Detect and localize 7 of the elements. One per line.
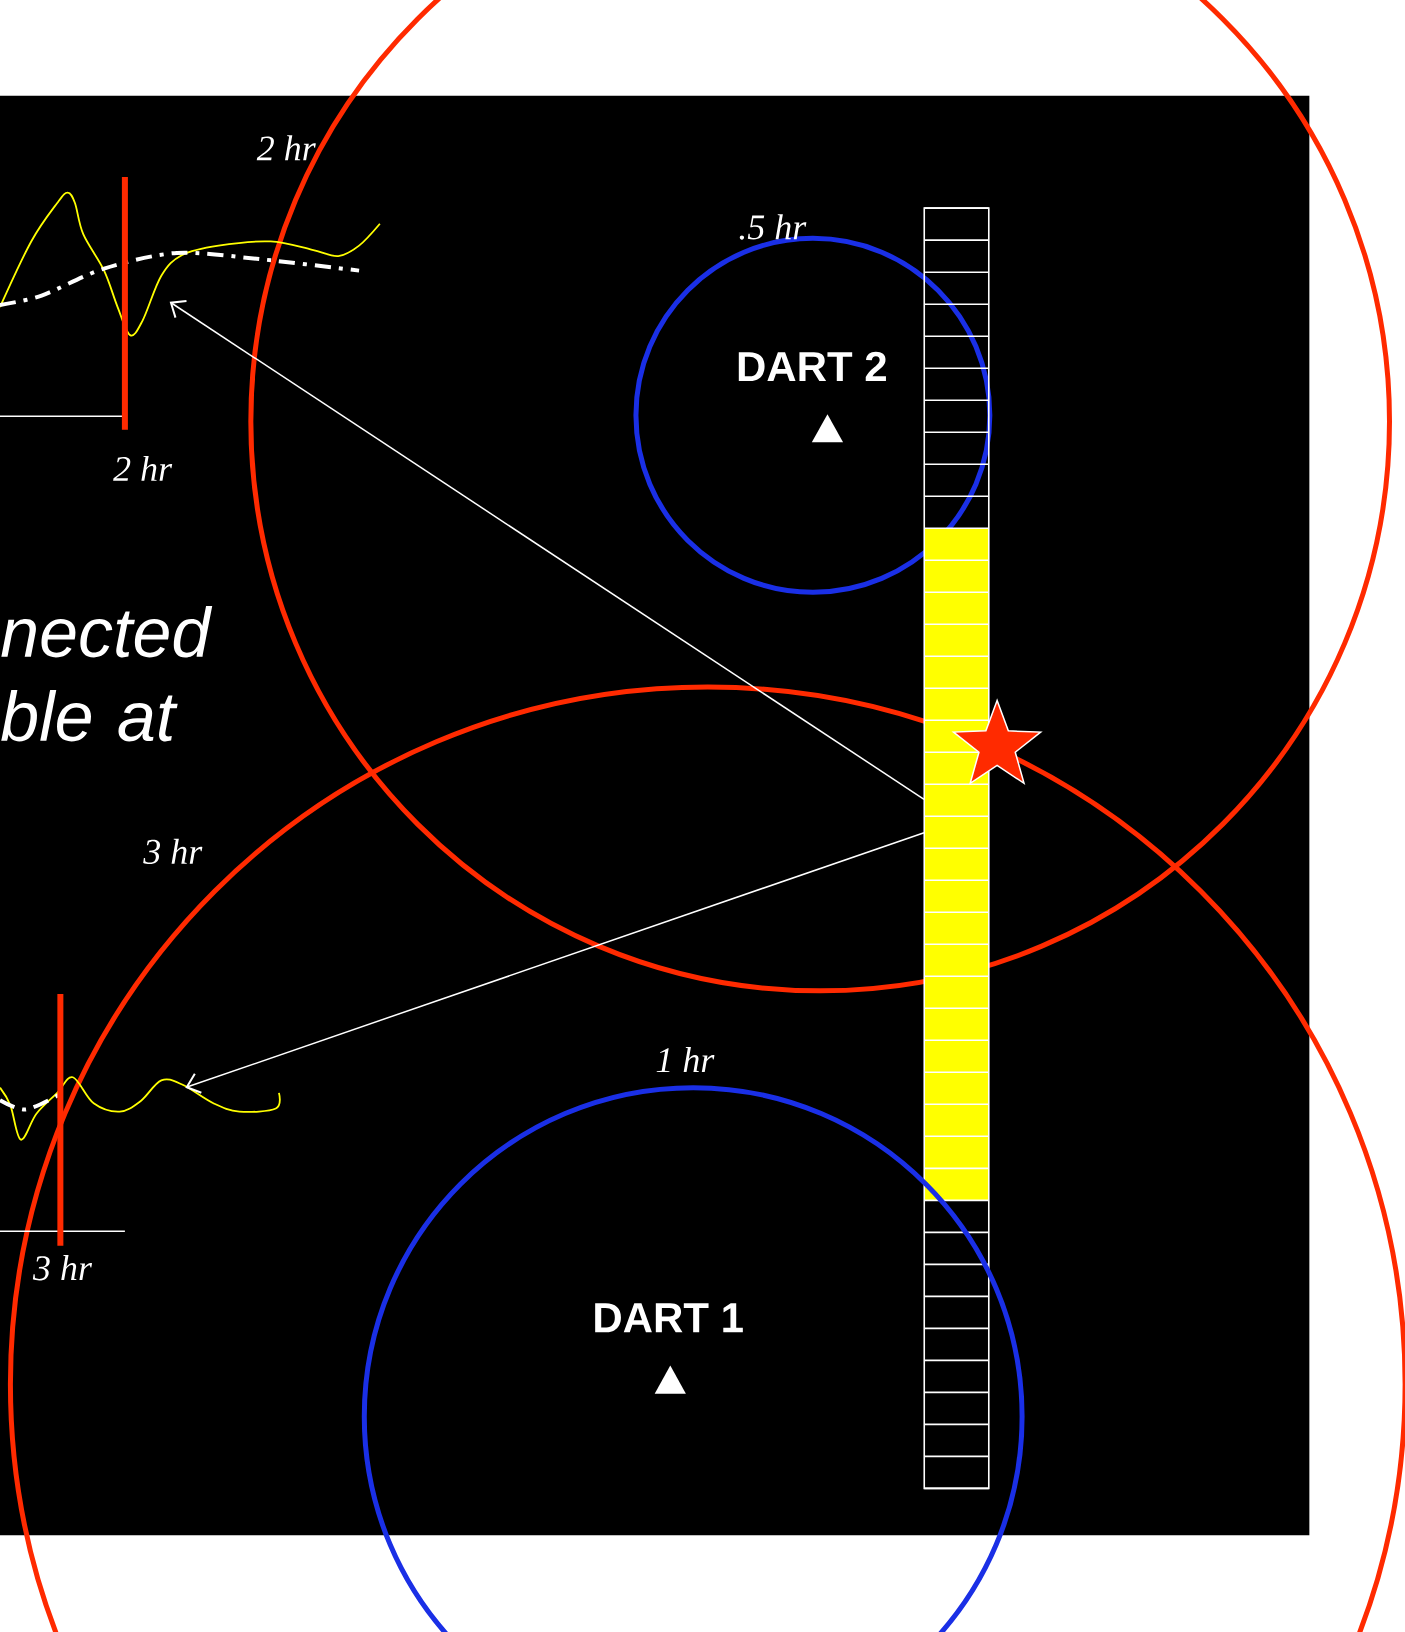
segmented-bar: [923, 207, 990, 1490]
time-label: 3 hr: [143, 838, 203, 865]
time-label: 1 hr: [656, 1047, 715, 1073]
arrow: [169, 299, 925, 801]
slide-text: nected ble at: [1, 605, 213, 742]
waveform-drawing: 2 hr: [0, 176, 381, 481]
arrow: [185, 831, 925, 1094]
